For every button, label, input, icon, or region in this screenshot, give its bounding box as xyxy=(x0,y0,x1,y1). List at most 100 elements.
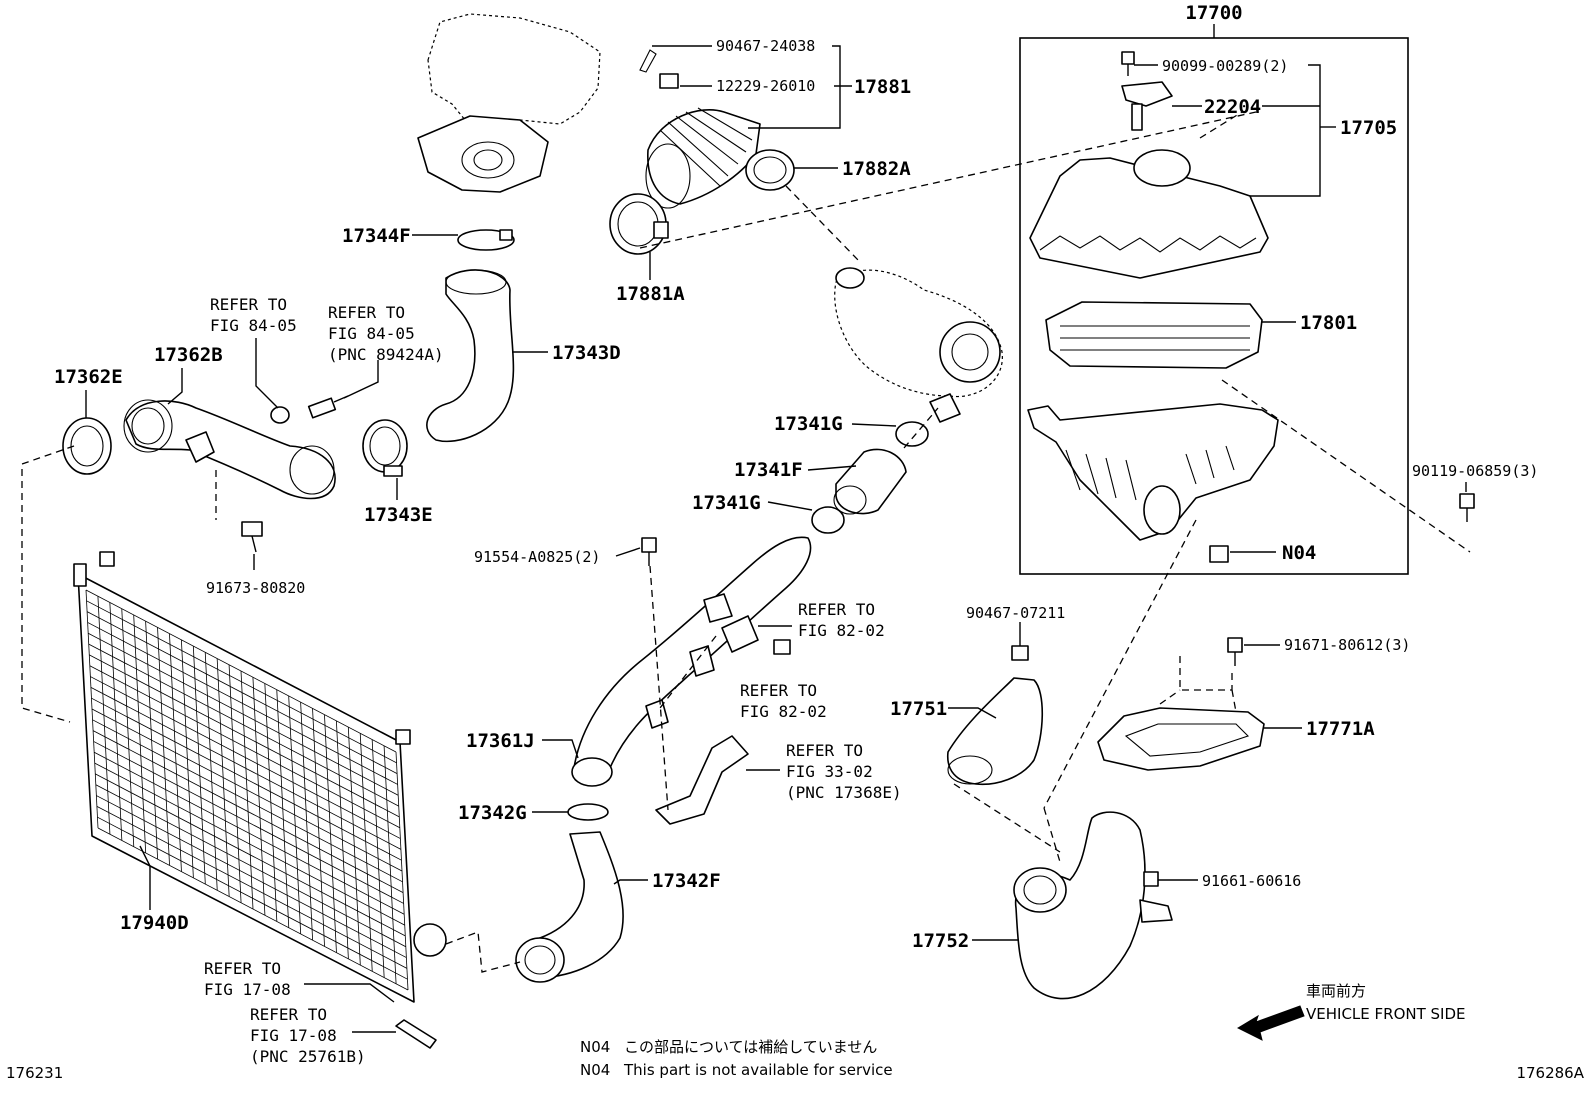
label-91671-80612: 91671-80612(3) xyxy=(1284,636,1410,654)
intercooler-17940d xyxy=(73,551,447,1003)
refer-fig-82-02-a: REFER TO FIG 82-02 xyxy=(798,600,885,640)
hose-17881 xyxy=(645,107,761,209)
svg-text:REFER TO: REFER TO xyxy=(798,600,875,619)
label-17344f: 17344F xyxy=(342,225,411,247)
svg-text:(PNC 25761B): (PNC 25761B) xyxy=(250,1047,366,1066)
clamp-17881a xyxy=(609,193,669,255)
engine-block-outline xyxy=(417,13,601,193)
label-17362b: 17362B xyxy=(154,344,223,366)
refer-fig-33-02: REFER TO FIG 33-02 (PNC 17368E) xyxy=(786,741,902,802)
svg-text:REFER TO: REFER TO xyxy=(210,295,287,314)
hose-17343d xyxy=(426,269,515,443)
label-17362e: 17362E xyxy=(54,366,123,388)
grommet-n04 xyxy=(1209,545,1229,563)
bracket-82-02 xyxy=(721,615,759,653)
part-number-labels: 17700 90467-24038 12229-26010 17881 9009… xyxy=(54,2,1538,952)
bolt-91671-80612 xyxy=(1227,637,1243,666)
air-cleaner-case xyxy=(1027,403,1279,541)
label-90467-24038: 90467-24038 xyxy=(716,37,815,55)
clip-90467-24038 xyxy=(639,49,657,73)
clamp-17344f xyxy=(457,229,515,251)
pipe-17362b xyxy=(123,399,336,500)
figure-id-right: 176286A xyxy=(1516,1064,1584,1082)
refer-fig-17-08-b: REFER TO FIG 17-08 (PNC 25761B) xyxy=(250,1005,366,1066)
hose-25761b xyxy=(395,1019,437,1049)
refer-fig-82-02-b: REFER TO FIG 82-02 xyxy=(740,681,827,721)
label-n04: N04 xyxy=(1282,542,1316,564)
svg-text:REFER TO: REFER TO xyxy=(328,303,405,322)
note-n04-english: This part is not available for service xyxy=(623,1061,893,1079)
label-90099-00289: 90099-00289(2) xyxy=(1162,57,1288,75)
label-17752: 17752 xyxy=(912,930,969,952)
sensor-22204 xyxy=(1121,81,1173,131)
clamp-17342g xyxy=(567,803,609,821)
air-filter-element-17801 xyxy=(1045,301,1263,369)
label-17341g-bottom: 17341G xyxy=(692,492,761,514)
bolt-90119-06859 xyxy=(1459,493,1475,522)
svg-text:FIG 17-08: FIG 17-08 xyxy=(250,1026,337,1045)
label-17341g-top: 17341G xyxy=(774,413,843,435)
bolt-90099-00289 xyxy=(1121,51,1135,76)
label-90119-06859: 90119-06859(3) xyxy=(1412,462,1538,480)
label-17700: 17700 xyxy=(1185,2,1242,24)
label-17342f: 17342F xyxy=(652,870,721,892)
label-17343d: 17343D xyxy=(552,342,621,364)
svg-text:FIG 84-05: FIG 84-05 xyxy=(210,316,297,335)
note-n04-code-1: N04 xyxy=(580,1038,610,1056)
dashed-relation-lines xyxy=(21,111,1471,973)
bolt-91673-80820 xyxy=(241,521,263,553)
label-17881: 17881 xyxy=(854,76,911,98)
duct-17752 xyxy=(1013,811,1173,1000)
refer-fig-84-05-a: REFER TO FIG 84-05 xyxy=(210,295,297,335)
label-17705: 17705 xyxy=(1340,117,1397,139)
hose-17341f xyxy=(833,448,907,515)
duct-17751 xyxy=(947,677,1044,786)
label-12229-26010: 12229-26010 xyxy=(716,77,815,95)
direction-japanese: 車両前方 xyxy=(1306,982,1366,1000)
svg-text:FIG 17-08: FIG 17-08 xyxy=(204,980,291,999)
clamp-17343e xyxy=(362,419,408,477)
label-91661-60616: 91661-60616 xyxy=(1202,872,1301,890)
pipe-17361j xyxy=(571,536,812,787)
note-n04-japanese: この部品については補給していません xyxy=(624,1038,877,1056)
svg-text:REFER TO: REFER TO xyxy=(786,741,863,760)
label-17361j: 17361J xyxy=(466,730,535,752)
svg-text:FIG 84-05: FIG 84-05 xyxy=(328,324,415,343)
svg-text:FIG 82-02: FIG 82-02 xyxy=(740,702,827,721)
sensor-89424a xyxy=(307,395,349,419)
svg-text:REFER TO: REFER TO xyxy=(204,959,281,978)
bracket-33-02 xyxy=(655,735,749,825)
svg-text:FIG 33-02: FIG 33-02 xyxy=(786,762,873,781)
air-cleaner-cap-17705 xyxy=(1029,149,1269,279)
svg-text:(PNC 17368E): (PNC 17368E) xyxy=(786,783,902,802)
clamp-17882a xyxy=(745,149,795,191)
label-91673-80820: 91673-80820 xyxy=(206,579,305,597)
clip-90467-07211 xyxy=(1011,645,1029,661)
washer-84-05 xyxy=(270,406,290,424)
label-17940d: 17940D xyxy=(120,912,189,934)
n04-notes: N04 この部品については補給していません N04 This part is n… xyxy=(580,1038,893,1079)
svg-text:REFER TO: REFER TO xyxy=(250,1005,327,1024)
bolt-91661-60616 xyxy=(1143,871,1159,887)
turbocharger xyxy=(834,267,1003,423)
clamp-17362e xyxy=(62,417,112,475)
label-91554-a0825: 91554-A0825(2) xyxy=(474,548,600,566)
label-17881a: 17881A xyxy=(616,283,685,305)
label-22204: 22204 xyxy=(1204,96,1261,118)
vehicle-front-arrow-icon xyxy=(1236,1005,1305,1041)
svg-text:REFER TO: REFER TO xyxy=(740,681,817,700)
note-n04-code-2: N04 xyxy=(580,1061,610,1079)
bolt-82-02 xyxy=(773,639,791,655)
label-17751: 17751 xyxy=(890,698,947,720)
hose-17342f xyxy=(515,831,624,983)
label-17342g: 17342G xyxy=(458,802,527,824)
vehicle-front-legend: 車両前方 VEHICLE FRONT SIDE xyxy=(1306,982,1466,1023)
direction-english: VEHICLE FRONT SIDE xyxy=(1306,1005,1466,1023)
refer-fig-17-08-a: REFER TO FIG 17-08 xyxy=(204,959,291,999)
label-17771a: 17771A xyxy=(1306,718,1375,740)
reference-labels: REFER TO FIG 84-05 REFER TO FIG 84-05 (P… xyxy=(204,295,902,1066)
leader-lines xyxy=(85,24,1467,1033)
svg-text:(PNC 89424A): (PNC 89424A) xyxy=(328,345,444,364)
label-17882a: 17882A xyxy=(842,158,911,180)
